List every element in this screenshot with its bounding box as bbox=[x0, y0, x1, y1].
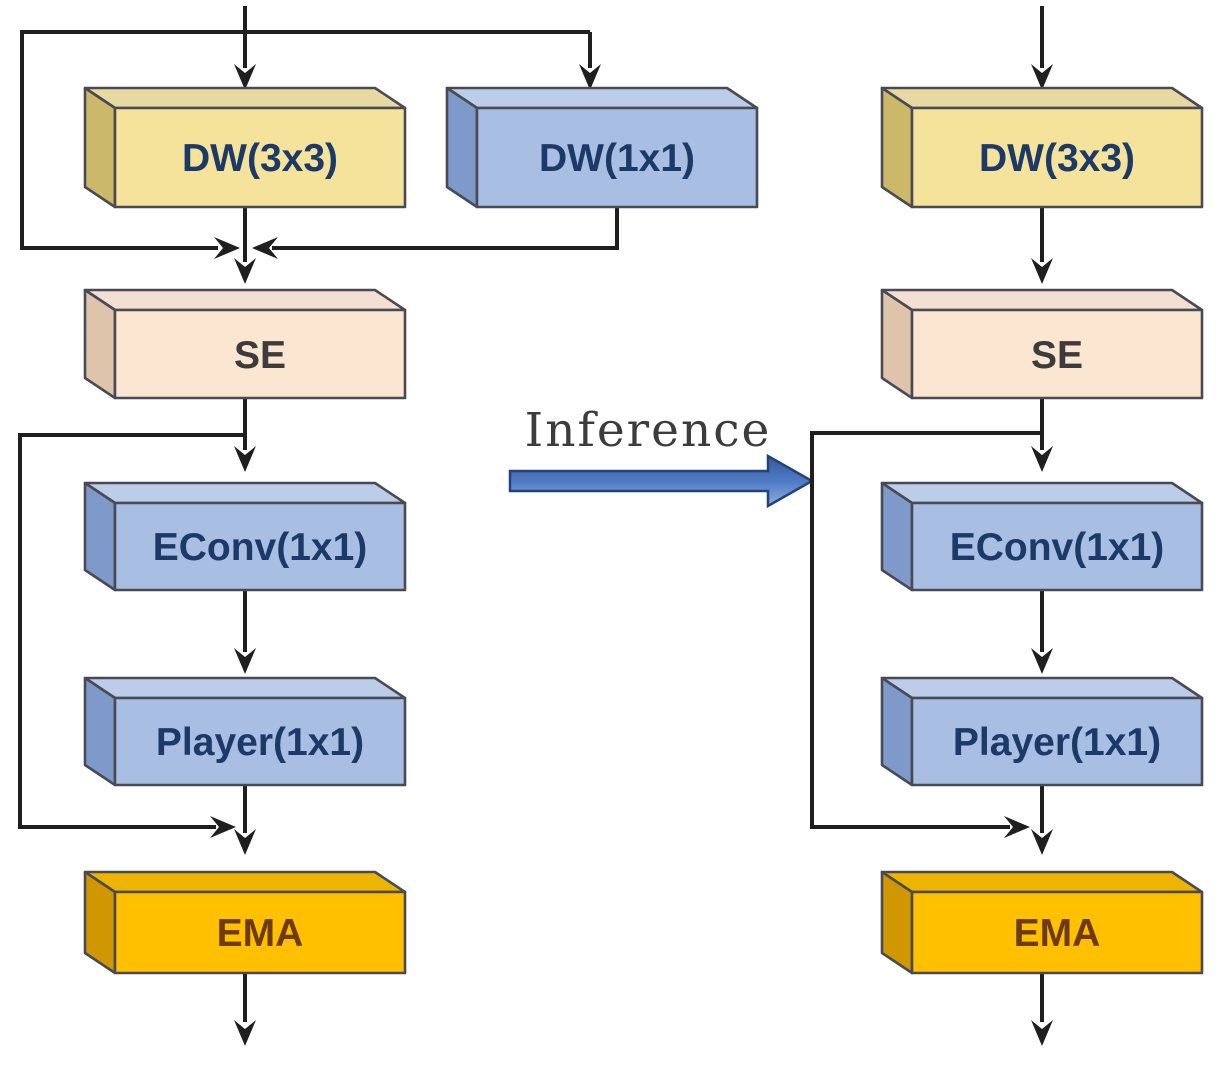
box-left-face bbox=[445, 86, 479, 209]
box-top-face bbox=[880, 676, 1204, 700]
box-front-face bbox=[910, 106, 1204, 209]
block-label-player-train: Player(1x1) bbox=[156, 721, 364, 764]
box-front-face bbox=[113, 501, 407, 592]
inference-arrow bbox=[508, 453, 815, 509]
block-label-player-inference: Player(1x1) bbox=[953, 721, 1161, 764]
box-front-face bbox=[113, 696, 407, 787]
box-top-face bbox=[880, 870, 1204, 894]
outer-skip-connector-inference bbox=[810, 431, 1042, 829]
block-label-dw3x3-inference: DW(3x3) bbox=[979, 137, 1135, 180]
box-top-face bbox=[445, 86, 759, 110]
block-label-econv-train: EConv(1x1) bbox=[153, 526, 368, 569]
dw1x1-output-connector bbox=[272, 207, 619, 250]
inference-column: DW(3x3) SE EConv(1x1) Player(1x1) bbox=[810, 6, 1204, 1046]
box-top-face bbox=[83, 86, 407, 110]
box-top-face bbox=[880, 481, 1204, 505]
block-econv-inference: EConv(1x1) bbox=[880, 481, 1204, 592]
top-skip-connector-train bbox=[20, 30, 590, 250]
block-label-ema-inference: EMA bbox=[1014, 912, 1101, 955]
block-label-se-train: SE bbox=[234, 334, 286, 377]
box-front-face bbox=[113, 106, 407, 209]
block-econv-train: EConv(1x1) bbox=[83, 481, 407, 592]
box-left-face bbox=[880, 86, 914, 209]
training-column: DW(3x3) DW(1x1) SE EConv(1x1) bbox=[18, 6, 759, 1046]
block-dw3x3-train: DW(3x3) bbox=[83, 86, 407, 209]
box-left-face bbox=[83, 676, 117, 787]
block-player-inference: Player(1x1) bbox=[880, 676, 1204, 787]
block-player-train: Player(1x1) bbox=[83, 676, 407, 787]
box-front-face bbox=[910, 696, 1204, 787]
transition-label: Inference bbox=[525, 403, 772, 458]
block-se-train: SE bbox=[83, 288, 407, 400]
box-top-face bbox=[83, 676, 407, 700]
box-front-face bbox=[910, 890, 1204, 975]
outer-skip-connector-train bbox=[18, 433, 245, 829]
block-dw3x3-inference: DW(3x3) bbox=[880, 86, 1204, 209]
box-left-face bbox=[83, 86, 117, 209]
box-left-face bbox=[83, 481, 117, 592]
output-arrowhead-train bbox=[234, 1020, 256, 1046]
output-arrowhead-inference bbox=[1031, 1020, 1053, 1046]
block-se-inference: SE bbox=[880, 288, 1204, 400]
box-left-face bbox=[880, 676, 914, 787]
box-left-face bbox=[880, 481, 914, 592]
block-label-dw1x1-train: DW(1x1) bbox=[539, 137, 695, 180]
box-top-face bbox=[880, 86, 1204, 110]
block-label-econv-inference: EConv(1x1) bbox=[950, 526, 1165, 569]
transition-group: Inference bbox=[508, 403, 815, 509]
box-top-face bbox=[880, 288, 1204, 312]
box-left-face bbox=[83, 288, 117, 400]
box-front-face bbox=[910, 501, 1204, 592]
box-front-face bbox=[475, 106, 759, 209]
block-dw1x1-train: DW(1x1) bbox=[445, 86, 759, 209]
block-label-se-inference: SE bbox=[1031, 334, 1083, 377]
box-front-face bbox=[113, 890, 407, 975]
box-front-face bbox=[113, 308, 407, 400]
box-top-face bbox=[83, 870, 407, 894]
box-top-face bbox=[83, 288, 407, 312]
box-front-face bbox=[910, 308, 1204, 400]
box-left-face bbox=[880, 288, 914, 400]
block-ema-train: EMA bbox=[83, 870, 407, 975]
block-label-ema-train: EMA bbox=[217, 912, 304, 955]
block-label-dw3x3-train: DW(3x3) bbox=[182, 137, 338, 180]
block-ema-inference: EMA bbox=[880, 870, 1204, 975]
box-top-face bbox=[83, 481, 407, 505]
